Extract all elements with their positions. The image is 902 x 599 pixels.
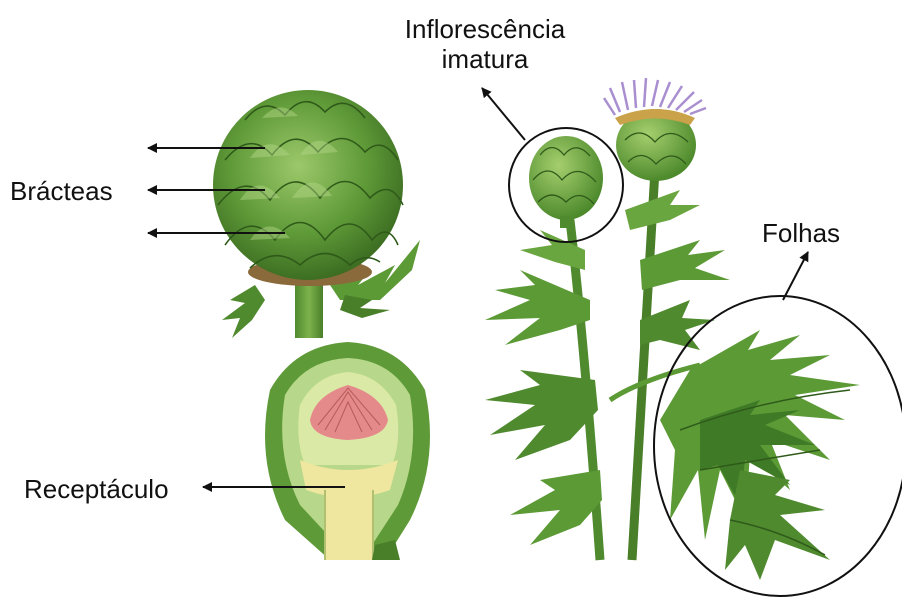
artichoke-section [265,342,430,560]
inflorescence-label-line2: imatura [370,44,600,74]
artichoke-head [213,90,420,338]
cardoon-plant [485,78,860,580]
leaves-label: Folhas [762,218,840,248]
inflorescence-label-line1: Inflorescência [370,14,600,44]
inflorescence-label: Inflorescência imatura [370,14,600,74]
receptacle-label: Receptáculo [24,474,169,504]
leaves-arrow [783,252,808,300]
bracts-label: Brácteas [10,176,113,206]
inflorescence-arrow [482,88,525,140]
